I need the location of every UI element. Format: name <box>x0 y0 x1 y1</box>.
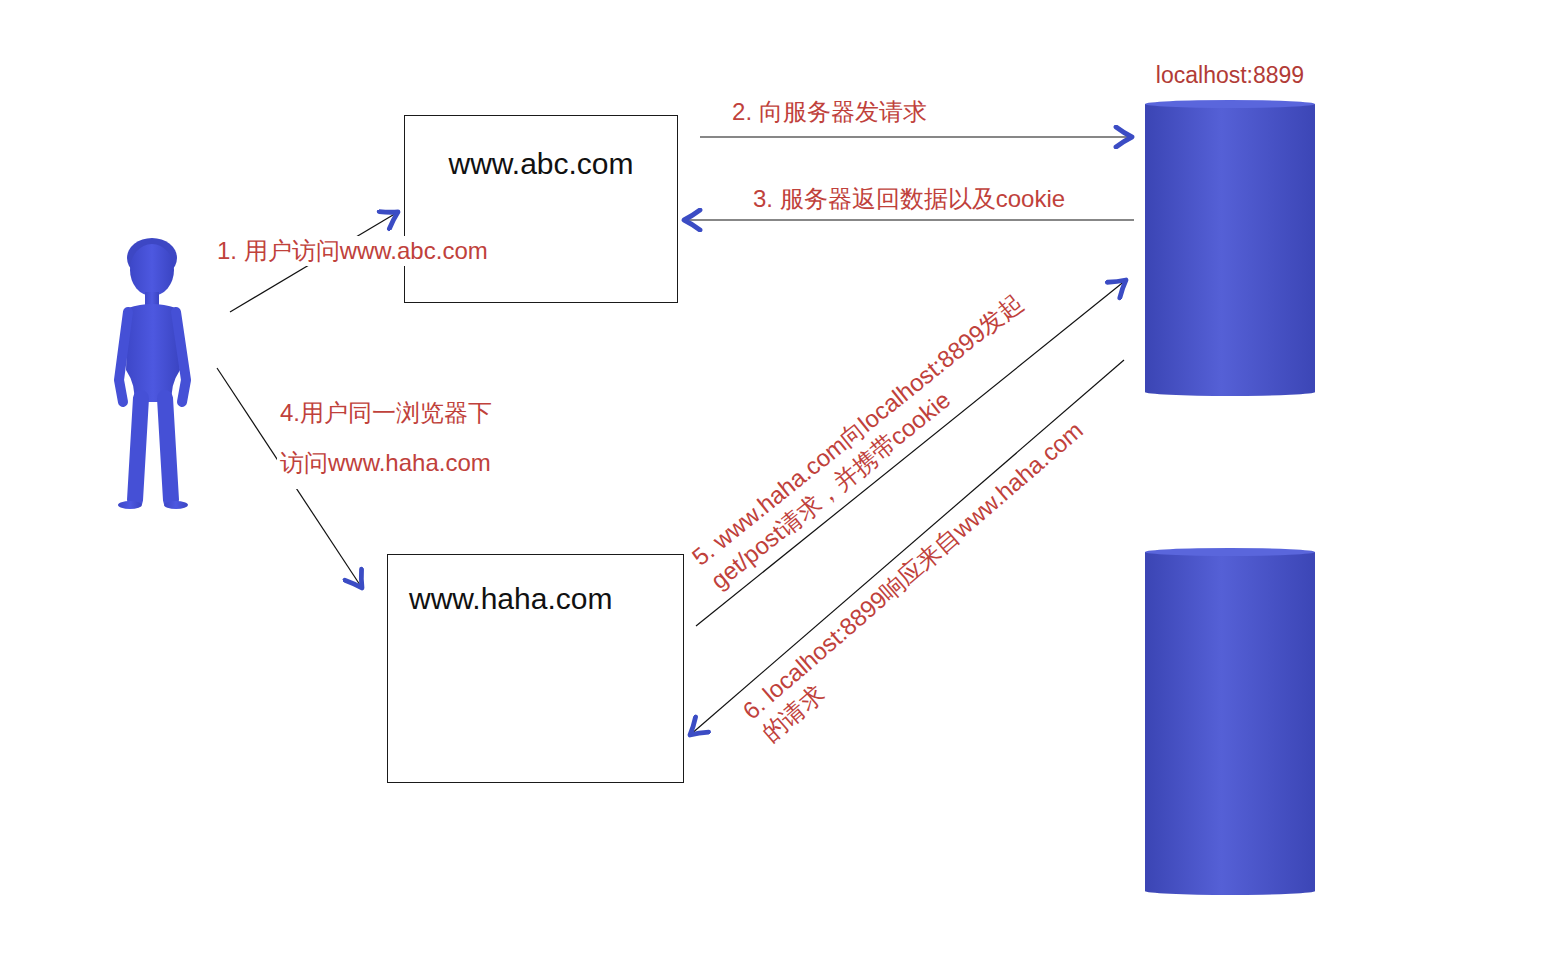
server-node: localhost:8899 <box>1138 60 1322 396</box>
person-figure <box>118 238 188 509</box>
edge-label: 5. www.haha.com向localhost:8899发起 get/pos… <box>684 252 1092 597</box>
edge-label: 2. 向服务器发请求 <box>729 97 930 127</box>
box-label: www.abc.com <box>448 146 633 182</box>
step-note: 1. 用户访问www.abc.com <box>214 236 491 266</box>
flow-arrow <box>684 219 1134 220</box>
step-note: 4.用户同一浏览器下 访问www.haha.com <box>277 388 518 489</box>
box-label: www.haha.com <box>409 581 612 617</box>
server-cylinder <box>1138 100 1322 396</box>
edge-label: 3. 服务器返回数据以及cookie <box>750 184 1068 214</box>
site-box: www.haha.com <box>387 554 684 783</box>
flow-arrow <box>700 136 1132 137</box>
edge-label: 6. localhost:8899响应来自www.haha.com 的请求 <box>734 399 1127 750</box>
server-cylinder <box>1145 548 1315 895</box>
site-box: www.abc.com <box>404 115 678 303</box>
box-label: localhost:8899 <box>1156 62 1304 90</box>
